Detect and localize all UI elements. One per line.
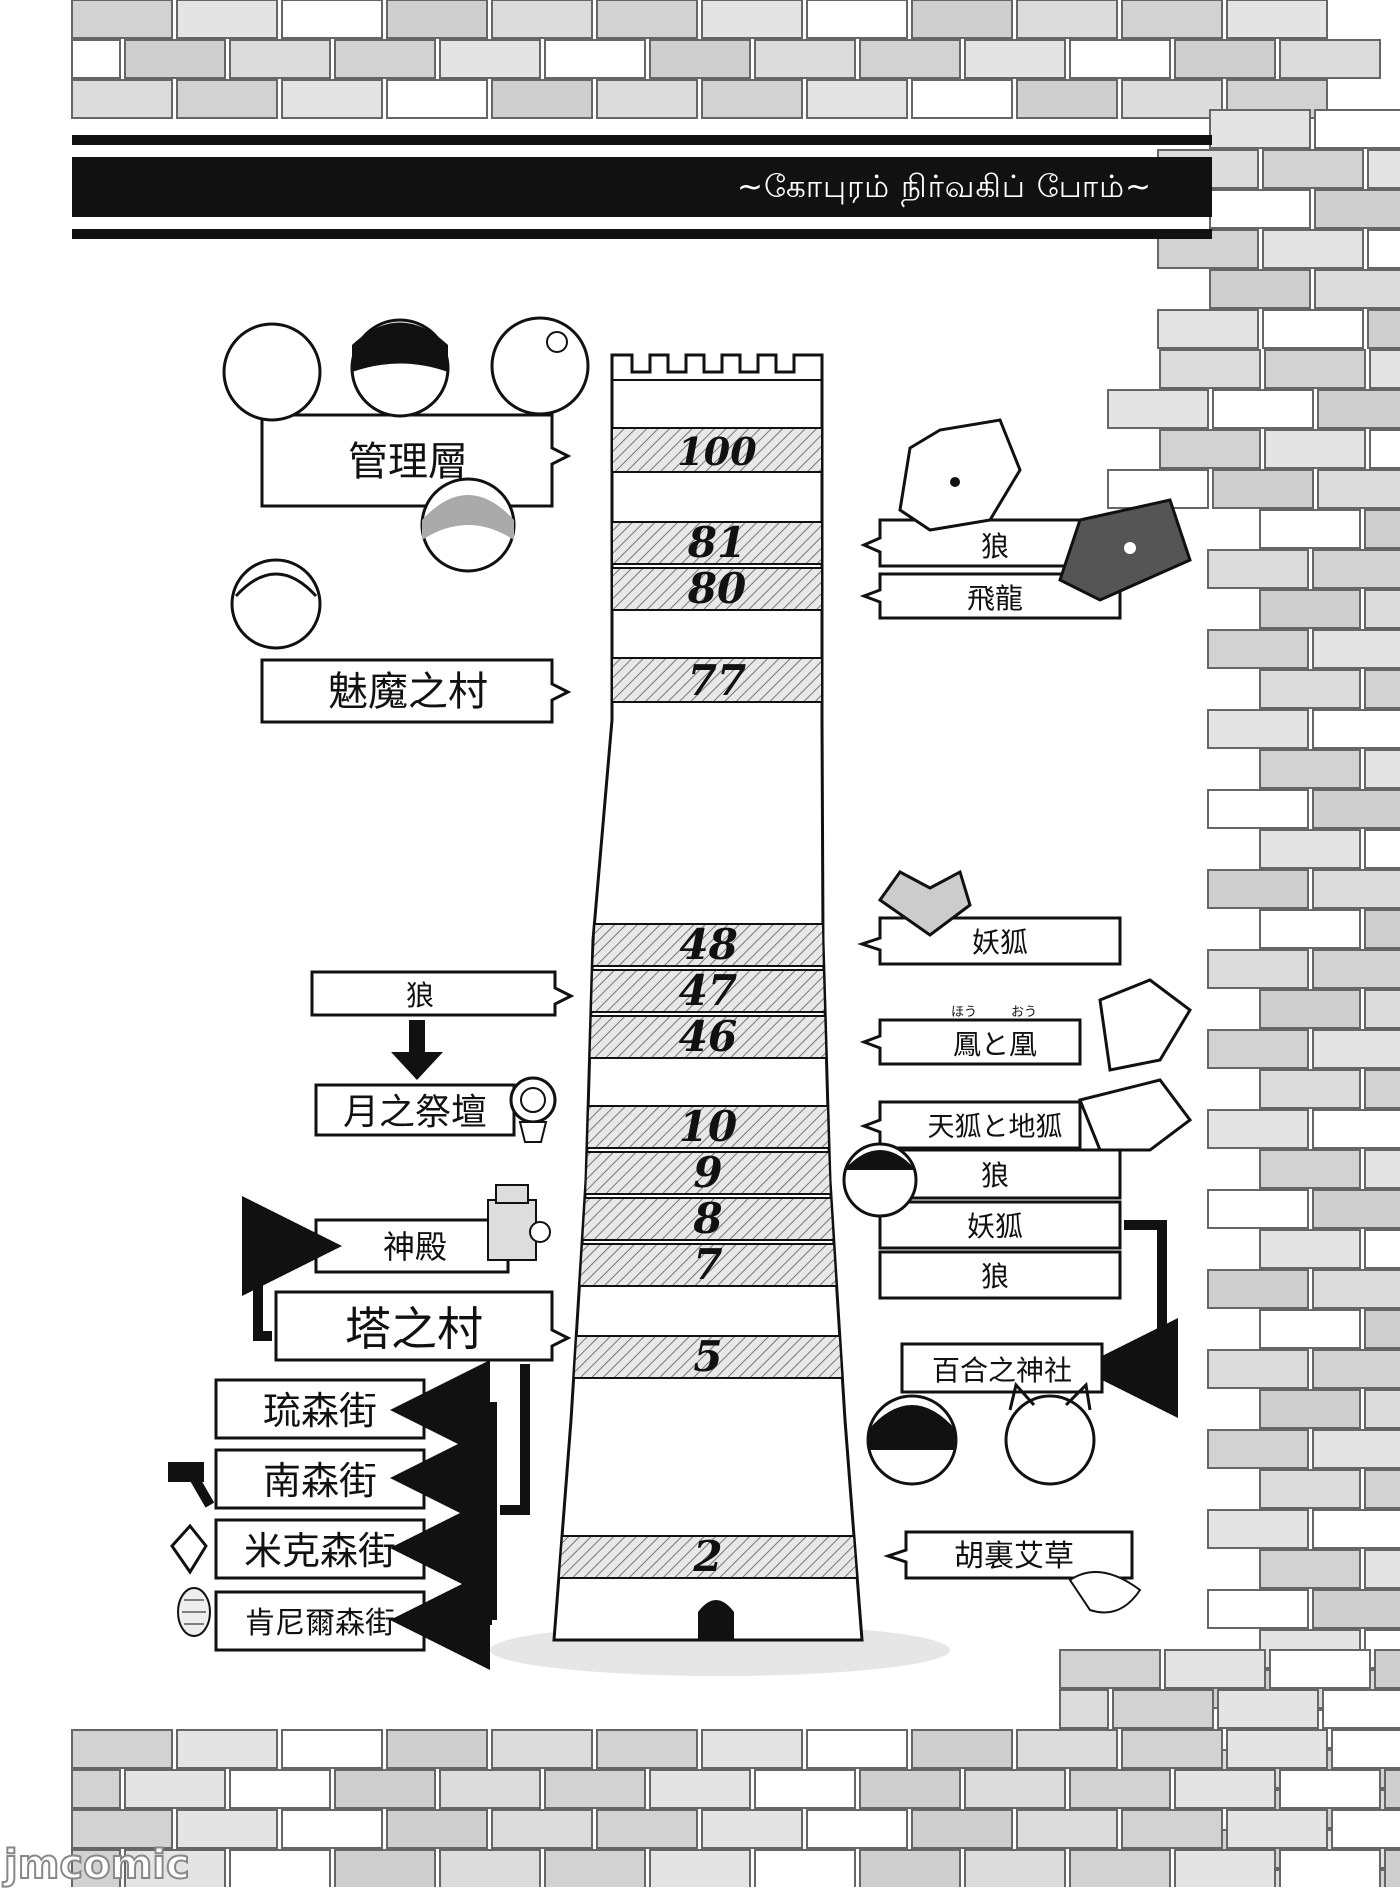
label-tengu-10: 天狐と地狐: [928, 1112, 1063, 1143]
label-town-mik-box: 米克森街: [214, 1518, 426, 1580]
label-wolf-81-box: 狼: [860, 518, 1122, 568]
label-herb-2: 胡裏艾草: [954, 1539, 1074, 1574]
label-moon-altar-box: 月之祭壇: [314, 1083, 516, 1137]
label-admin: 管理層: [348, 439, 468, 485]
floor-band-46: [588, 1015, 828, 1059]
label-succubus-village: 魅魔之村: [328, 669, 488, 715]
label-phoenix-ruby-left: ほう: [951, 1005, 977, 1020]
label-fox-48: 妖狐: [972, 926, 1028, 959]
label-dragon-80: 飛龍: [967, 582, 1023, 615]
label-wolf-9-box: 狼: [878, 1148, 1122, 1200]
floor-number-2: 2: [692, 1532, 722, 1581]
floor-number-8: 8: [692, 1194, 722, 1243]
floor-number-81: 81: [687, 518, 746, 567]
label-fox-8: 妖狐: [967, 1210, 1023, 1243]
shrine-building-icon: [487, 1184, 551, 1261]
arrow-to-shrine: [1078, 1220, 1178, 1418]
label-phoenix-46: 鳳と凰: [953, 1028, 1037, 1061]
label-town-mik: 米克森街: [244, 1529, 396, 1573]
title-banner: ~கோபுரம் நிர்வகிப் போம்~: [72, 135, 1212, 245]
label-phoenix-46-box: 鳳と凰 ほう おう: [859, 1005, 1082, 1066]
floor-band-9: [584, 1151, 832, 1195]
loop-arrow: [242, 1196, 342, 1341]
label-town-minami: 南森街: [263, 1459, 377, 1503]
floor-number-10: 10: [679, 1102, 737, 1151]
orb-icon: [509, 1076, 557, 1143]
label-moon-altar: 月之祭壇: [343, 1092, 487, 1133]
watermark: jmcomic: [3, 1841, 191, 1888]
floor-number-47: 47: [679, 966, 737, 1015]
label-fox-8-box: 妖狐: [878, 1200, 1122, 1250]
label-tower-village-box: 塔之村: [274, 1290, 572, 1362]
creature-heads-right: [842, 418, 1193, 1614]
label-tower-village: 塔之村: [345, 1302, 483, 1356]
floor-number-9: 9: [693, 1148, 722, 1197]
label-tengu-10-box: 天狐と地狐: [859, 1100, 1082, 1150]
town-connector-arrows: [390, 1360, 530, 1670]
character-heads-top-left: [222, 316, 590, 650]
label-fox-48-box: 妖狐: [857, 916, 1122, 966]
label-succubus-box: 魅魔之村: [260, 658, 572, 724]
floor-number-7: 7: [693, 1240, 722, 1289]
tower-door: [698, 1600, 734, 1640]
label-town-kenny: 肯尼爾森街: [245, 1606, 395, 1641]
floor-band-7: [578, 1243, 838, 1287]
page-title: ~கோபுரம் நிர்வகிப் போம்~: [737, 169, 1152, 205]
label-temple-box: 神殿: [314, 1218, 510, 1274]
label-wolf-9: 狼: [981, 1159, 1009, 1192]
hammer-icon: [168, 1462, 215, 1508]
label-town-ryu: 琉森街: [263, 1389, 377, 1433]
floor-band-5: [572, 1335, 844, 1379]
floor-number-5: 5: [693, 1332, 722, 1381]
label-wolf-7-box: 狼: [878, 1250, 1122, 1300]
arrow-down: [391, 1020, 443, 1080]
label-shrine: 百合之神社: [932, 1354, 1072, 1387]
crest-icon: [170, 1523, 208, 1575]
label-town-minami-box: 南森街: [214, 1448, 426, 1510]
label-town-ryu-box: 琉森街: [214, 1378, 426, 1440]
label-herb-2-box: 胡裏艾草: [883, 1530, 1134, 1580]
floor-number-77: 77: [688, 656, 746, 705]
floor-band-81: [611, 521, 823, 565]
label-wolf-left-box: 狼: [310, 970, 575, 1017]
floor-number-100: 100: [677, 429, 757, 474]
label-town-kenny-box: 肯尼爾森街: [214, 1590, 426, 1652]
floor-number-46: 46: [679, 1012, 737, 1061]
label-wolf-left: 狼: [406, 979, 434, 1012]
floor-number-48: 48: [679, 920, 737, 969]
floor-band-8: [581, 1197, 835, 1241]
label-admin-box: 管理層: [260, 413, 572, 508]
label-temple: 神殿: [383, 1228, 447, 1266]
floor-band-77: [611, 657, 823, 703]
floor-band-100: [611, 427, 823, 473]
floor-band-2: [557, 1535, 859, 1579]
floor-band-80: [611, 567, 823, 611]
floor-band-48: [591, 923, 825, 967]
corn-icon: [177, 1587, 211, 1637]
label-wolf-81: 狼: [981, 530, 1009, 563]
label-phoenix-ruby-right: おう: [1011, 1005, 1037, 1020]
label-shrine-box: 百合之神社: [900, 1342, 1104, 1394]
floor-number-80: 80: [687, 564, 746, 613]
label-wolf-7: 狼: [981, 1260, 1009, 1293]
floor-band-47: [589, 969, 827, 1013]
floor-band-10: [585, 1105, 831, 1149]
